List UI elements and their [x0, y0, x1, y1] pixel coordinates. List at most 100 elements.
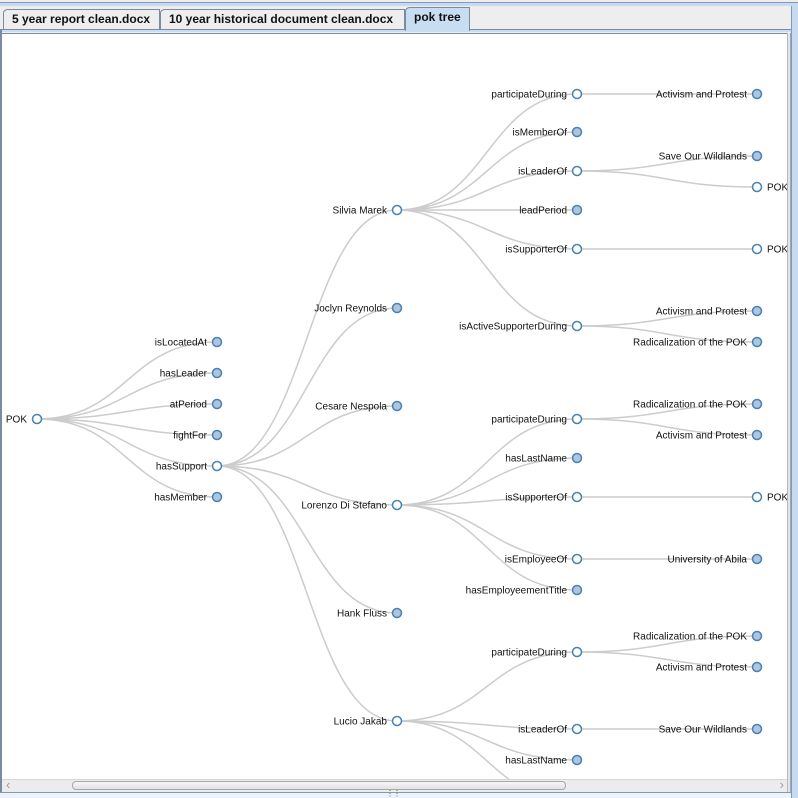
expanded-node-circle-icon[interactable]	[31, 413, 43, 425]
tree-node[interactable]: hasMember	[154, 491, 223, 504]
tree-node[interactable]: hasEmployeementTitle	[466, 584, 583, 597]
expanded-node-circle-icon[interactable]	[571, 491, 583, 503]
tree-node[interactable]: POK	[751, 491, 788, 504]
tree-node-label: hasSupport	[156, 462, 207, 473]
expanded-node-circle-icon[interactable]	[571, 165, 583, 177]
tree-node[interactable]: isSupporterOf	[505, 243, 583, 256]
tree-link	[576, 325, 758, 343]
collapsed-node-circle-icon[interactable]	[211, 491, 223, 503]
expanded-node-circle-icon[interactable]	[571, 320, 583, 332]
tree-node[interactable]: hasLastName	[505, 452, 583, 465]
tree-node[interactable]: leadPeriod	[519, 204, 583, 217]
collapsed-node-circle-icon[interactable]	[211, 367, 223, 379]
collapsed-node-circle-icon[interactable]	[391, 607, 403, 619]
tree-node[interactable]: Silvia Marek	[333, 204, 403, 217]
tree-node[interactable]: participateDuring	[491, 413, 583, 426]
tree-node[interactable]: fightFor	[173, 429, 223, 442]
expanded-node-circle-icon[interactable]	[211, 460, 223, 472]
collapsed-node-circle-icon[interactable]	[571, 754, 583, 766]
tree-node[interactable]: isLocatedAt	[155, 336, 223, 349]
expanded-node-circle-icon[interactable]	[391, 204, 403, 216]
collapsed-node-circle-icon[interactable]	[571, 126, 583, 138]
tree-node[interactable]: hasLastName	[505, 754, 583, 767]
tree-node[interactable]: Radicalization of the POK	[633, 336, 763, 349]
collapsed-node-circle-icon[interactable]	[751, 630, 763, 642]
tab-5-year-report[interactable]: 5 year report clean.docx	[3, 9, 160, 29]
expanded-node-circle-icon[interactable]	[571, 553, 583, 565]
tree-node[interactable]: isActiveSupporterDuring	[459, 320, 583, 333]
collapsed-node-circle-icon[interactable]	[211, 398, 223, 410]
expanded-node-circle-icon[interactable]	[571, 243, 583, 255]
collapsed-node-circle-icon[interactable]	[571, 452, 583, 464]
tree-node[interactable]: Radicalization of the POK	[633, 630, 763, 643]
tree-link	[396, 720, 578, 761]
tree-node[interactable]: isEmployeeOf	[505, 553, 583, 566]
collapsed-node-circle-icon[interactable]	[751, 661, 763, 673]
tree-node[interactable]: Radicalization of the POK	[633, 398, 763, 411]
horizontal-scroll-thumb[interactable]	[72, 781, 566, 790]
collapsed-node-circle-icon[interactable]	[571, 204, 583, 216]
scroll-right-arrow-icon[interactable]: ›	[779, 777, 784, 792]
expanded-node-circle-icon[interactable]	[571, 723, 583, 735]
tree-node[interactable]: Activism and Protest	[656, 429, 763, 442]
tree-node[interactable]: isLeaderOf	[518, 723, 583, 736]
collapsed-node-circle-icon[interactable]	[751, 150, 763, 162]
expanded-node-circle-icon[interactable]	[571, 413, 583, 425]
tree-node[interactable]: Lucio Jakab	[334, 715, 403, 728]
collapsed-node-circle-icon[interactable]	[751, 723, 763, 735]
collapsed-node-circle-icon[interactable]	[751, 305, 763, 317]
tree-node[interactable]: Hank Fluss	[337, 607, 403, 620]
tree-node[interactable]: POK	[6, 413, 43, 426]
horizontal-scrollbar[interactable]: ‹ ›	[2, 777, 787, 792]
collapsed-node-circle-icon[interactable]	[211, 429, 223, 441]
tree-node[interactable]: University of Abila	[668, 553, 763, 566]
collapsed-node-circle-icon[interactable]	[751, 336, 763, 348]
collapsed-node-circle-icon[interactable]	[751, 88, 763, 100]
tab-pok-tree[interactable]: pok tree	[405, 7, 470, 31]
collapsed-node-circle-icon[interactable]	[391, 302, 403, 314]
expanded-node-circle-icon[interactable]	[751, 491, 763, 503]
scroll-left-arrow-icon[interactable]: ‹	[6, 777, 11, 792]
expanded-node-circle-icon[interactable]	[391, 499, 403, 511]
tree-node[interactable]: participateDuring	[491, 88, 583, 101]
tree-node[interactable]: Activism and Protest	[656, 305, 763, 318]
window-top-band	[0, 3, 798, 6]
split-pane-divider[interactable]	[0, 792, 791, 798]
tree-node[interactable]: Activism and Protest	[656, 661, 763, 674]
collapsed-node-circle-icon[interactable]	[211, 336, 223, 348]
expanded-node-circle-icon[interactable]	[751, 181, 763, 193]
tab-10-year-historical-document[interactable]: 10 year historical document clean.docx	[160, 9, 405, 29]
expanded-node-circle-icon[interactable]	[391, 715, 403, 727]
tree-node[interactable]: Save Our Wildlands	[659, 150, 763, 163]
tree-node[interactable]: hasSupport	[156, 460, 223, 473]
tree-node[interactable]: POK	[751, 243, 788, 256]
tree-node[interactable]: Cesare Nespola	[315, 400, 403, 413]
collapsed-node-circle-icon[interactable]	[751, 429, 763, 441]
tree-link	[216, 465, 398, 614]
tree-node[interactable]: Activism and Protest	[656, 88, 763, 101]
collapsed-node-circle-icon[interactable]	[391, 400, 403, 412]
tree-node-label: atPeriod	[170, 400, 207, 411]
tree-node[interactable]: isMemberOf	[513, 126, 583, 139]
tree-node[interactable]: participateDuring	[491, 646, 583, 659]
tree-node[interactable]: isLeaderOf	[518, 165, 583, 178]
tree-view-panel: POK isLocatedAt hasLeader atPeriod fightFor h…	[2, 33, 787, 779]
expanded-node-circle-icon[interactable]	[751, 243, 763, 255]
tree-node[interactable]: Joclyn Reynolds	[314, 302, 403, 315]
collapsed-node-circle-icon[interactable]	[751, 398, 763, 410]
tree-node[interactable]: Save Our Wildlands	[659, 723, 763, 736]
tree-node[interactable]: POK	[751, 181, 788, 194]
expanded-node-circle-icon[interactable]	[571, 646, 583, 658]
collapsed-node-circle-icon[interactable]	[571, 584, 583, 596]
tree-node[interactable]: hasLeader	[160, 367, 223, 380]
tree-node[interactable]: atPeriod	[170, 398, 223, 411]
collapsed-node-circle-icon[interactable]	[751, 553, 763, 565]
tree-node-label: Lucio Jakab	[334, 717, 388, 728]
expanded-node-circle-icon[interactable]	[571, 88, 583, 100]
divider-grip-icon[interactable]: ⋮⋮	[386, 789, 401, 798]
tree-node[interactable]: isSupporterOf	[505, 491, 583, 504]
tree-node[interactable]: Lorenzo Di Stefano	[301, 499, 403, 512]
tree-link	[576, 635, 758, 653]
tree-node-label: hasLeader	[160, 369, 208, 380]
vertical-scrollbar[interactable]	[787, 33, 791, 793]
